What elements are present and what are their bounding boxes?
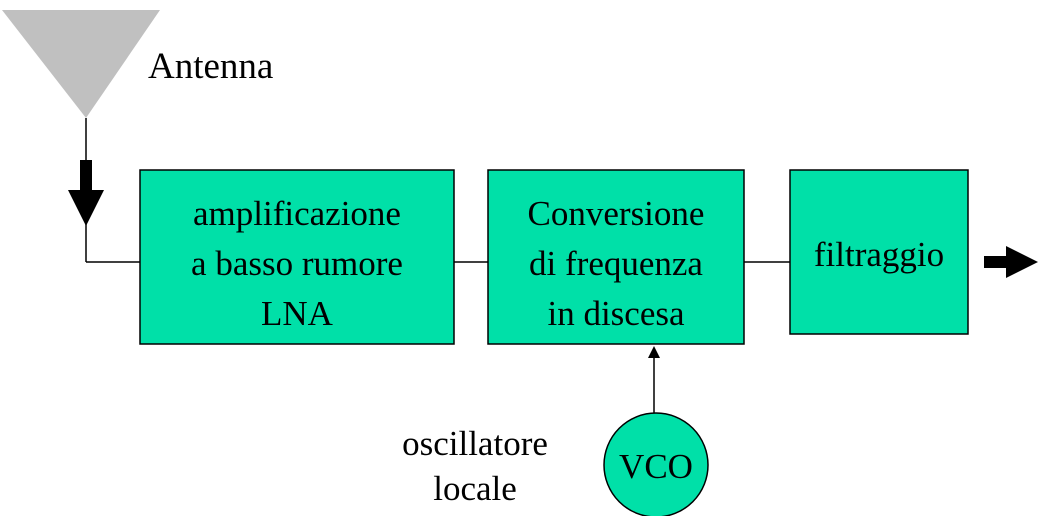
vco-arrowhead-icon: [648, 346, 660, 358]
vco-label: VCO: [619, 447, 693, 486]
filter-block: [789, 169, 969, 335]
lna-label-line-2: a basso rumore: [191, 244, 403, 283]
lna-label-line-3: LNA: [261, 294, 334, 333]
mixer-label-line-3: in discesa: [547, 294, 685, 333]
lna-label-line-1: amplificazione: [193, 194, 401, 233]
vco-circle: [603, 412, 709, 516]
oscillator-caption-line-2: locale: [433, 469, 517, 508]
filter-label: filtraggio: [814, 235, 944, 274]
oscillator-caption-line-1: oscillatore: [402, 424, 548, 463]
mixer-label-line-2: di frequenza: [529, 244, 703, 283]
antenna-icon: [2, 10, 160, 118]
antenna-label: Antenna: [148, 46, 273, 87]
lna-block: [139, 169, 455, 345]
mixer-block: [487, 169, 745, 345]
output-arrow-right-icon: [984, 246, 1038, 278]
input-arrow-down-icon: [68, 160, 104, 226]
mixer-label-line-1: Conversione: [528, 194, 705, 233]
